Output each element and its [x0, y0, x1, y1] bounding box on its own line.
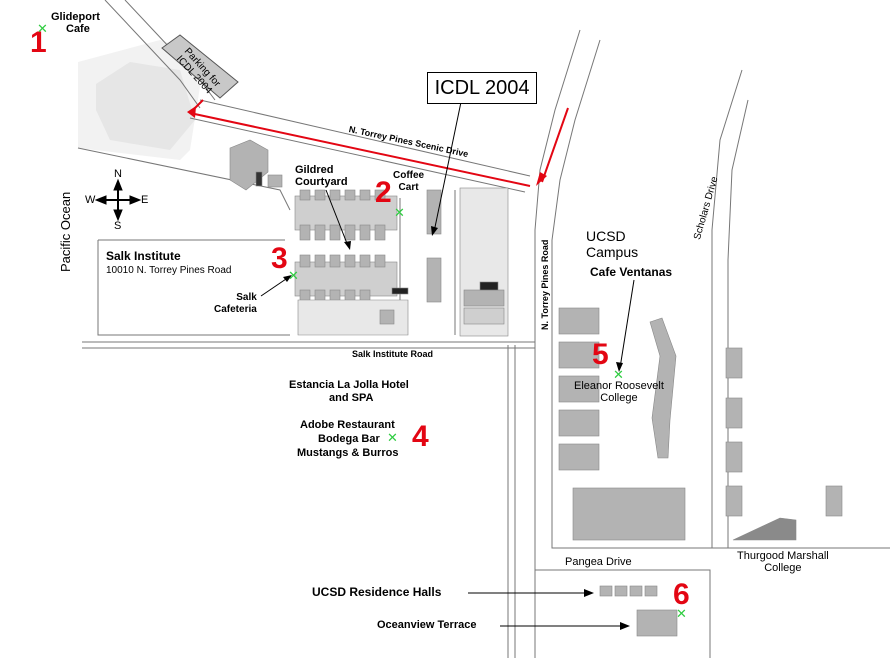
salk-cafeteria-line2: Cafeteria — [214, 304, 257, 315]
ocean-label: Pacific Ocean — [58, 191, 73, 272]
salk-cafeteria-label: Salk Cafeteria — [214, 292, 257, 316]
gildred-line1: Gildred — [295, 164, 334, 176]
salk-cafeteria-line1: Salk — [236, 292, 257, 303]
compass-w: W — [85, 194, 96, 206]
adobe-line1: Adobe Restaurant — [300, 419, 395, 431]
marker-number-4: 4 — [412, 420, 429, 453]
route-arrowhead — [187, 106, 196, 118]
compass-s: S — [114, 220, 122, 232]
marker-number-5: 5 — [592, 338, 609, 371]
estancia-line1: Estancia La Jolla Hotel — [289, 379, 409, 391]
thurgood-line2: College — [764, 562, 802, 574]
salk-road-label: Salk Institute Road — [352, 349, 434, 359]
coffee-cart-label: Coffee Cart — [393, 170, 424, 194]
pangea-drive-label: Pangea Drive — [565, 556, 632, 568]
cafe-ventanas-label: Cafe Ventanas — [590, 265, 673, 279]
coffee-cart-line1: Coffee — [393, 170, 425, 181]
glideport-label: Glideport Cafe — [51, 11, 100, 35]
roosevelt-line2: College — [600, 392, 638, 404]
compass-n: N — [114, 168, 122, 180]
thurgood-line1: Thurgood Marshall — [737, 550, 829, 562]
oceanview-x-marker: ✕ — [676, 607, 687, 622]
roosevelt-label: Eleanor Roosevelt College — [574, 380, 664, 404]
route-arrowhead — [536, 172, 547, 186]
parking-lot — [161, 34, 239, 99]
ucsd-campus-line2: Campus — [586, 244, 639, 260]
residence-halls-label: UCSD Residence Halls — [312, 585, 442, 599]
ucsd-campus-label: UCSD Campus — [586, 228, 638, 260]
compass-e: E — [141, 194, 149, 206]
gildred-line2: Courtyard — [295, 176, 348, 188]
salk-institute-title: Salk Institute — [106, 249, 181, 263]
adobe-x-marker: ✕ — [387, 431, 398, 446]
marker-number-1: 1 — [30, 26, 47, 59]
roosevelt-line1: Eleanor Roosevelt — [574, 380, 664, 392]
oceanview-terrace-label: Oceanview Terrace — [377, 619, 477, 631]
torrey-pines-road-label: N. Torrey Pines Road — [540, 239, 550, 330]
ucsd-campus-line1: UCSD — [586, 228, 626, 244]
marker-number-6: 6 — [673, 578, 690, 611]
adobe-label: Adobe Restaurant Bodega Bar Mustangs & B… — [297, 418, 398, 460]
gildred-courtyard-label: Gildred Courtyard — [295, 164, 348, 188]
marker-number-2: 2 — [375, 176, 392, 209]
coffee-cart-line2: Cart — [398, 182, 419, 193]
pointers — [260, 101, 635, 627]
coffee-cart-x-marker: ✕ — [394, 206, 405, 221]
glideport-label-line2: Cafe — [66, 23, 90, 35]
estancia-line2: and SPA — [329, 392, 374, 404]
salk-institute-address: 10010 N. Torrey Pines Road — [106, 265, 232, 276]
buildings — [229, 139, 843, 637]
compass-rose — [94, 178, 142, 222]
adobe-line2: Bodega Bar — [318, 433, 380, 445]
glideport-label-line1: Glideport — [51, 11, 100, 23]
roads — [77, 0, 890, 658]
thurgood-label: Thurgood Marshall College — [737, 550, 829, 574]
adobe-line3: Mustangs & Burros — [297, 447, 399, 459]
estancia-label: Estancia La Jolla Hotel and SPA — [289, 379, 409, 405]
pointer-heads — [283, 226, 630, 630]
marker-number-3: 3 — [271, 242, 288, 275]
icdl-2004-callout: ICDL 2004 — [427, 72, 537, 104]
glideport-area — [96, 62, 195, 150]
salk-cafeteria-x-marker: ✕ — [288, 269, 299, 284]
glideport-x-marker: ✕ — [37, 22, 48, 37]
roosevelt-x-marker: ✕ — [613, 368, 624, 383]
